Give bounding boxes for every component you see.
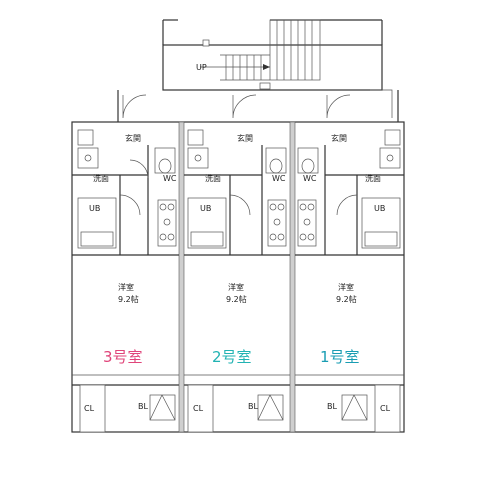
balcony-label: BL bbox=[327, 402, 337, 411]
main-room-name: 洋室 bbox=[338, 282, 354, 292]
corridor-door-left bbox=[122, 94, 147, 119]
genkan-label: 玄関 bbox=[125, 133, 141, 143]
main-room-size: 9.2帖 bbox=[118, 294, 139, 304]
ub-label: UB bbox=[89, 204, 100, 213]
corridor-door-right bbox=[326, 94, 351, 119]
ub-label: UB bbox=[374, 204, 385, 213]
main-room-name: 洋室 bbox=[228, 282, 244, 292]
building-outline bbox=[71, 121, 405, 433]
unit-name: 1号室 bbox=[320, 348, 360, 366]
party-wall-right bbox=[289, 121, 296, 433]
corridor-door-mid bbox=[232, 94, 257, 119]
closet-label: CL bbox=[380, 404, 391, 413]
genkan-label: 玄関 bbox=[331, 133, 347, 143]
stair-block: UP bbox=[117, 19, 399, 122]
main-room-name: 洋室 bbox=[118, 282, 134, 292]
washroom-label: 洗面 bbox=[93, 173, 109, 183]
main-room-size: 9.2帖 bbox=[226, 294, 247, 304]
main-room-size: 9.2帖 bbox=[336, 294, 357, 304]
arrow-head-icon bbox=[263, 64, 270, 70]
genkan-label: 玄関 bbox=[237, 133, 253, 143]
post bbox=[202, 39, 210, 47]
unit-name: 2号室 bbox=[212, 348, 252, 366]
washroom-label: 洗面 bbox=[205, 173, 221, 183]
balcony-label: BL bbox=[138, 402, 148, 411]
closet-label: CL bbox=[193, 404, 204, 413]
ub-label: UB bbox=[200, 204, 211, 213]
unit-1 bbox=[295, 129, 404, 433]
wc-label: WC bbox=[272, 174, 286, 183]
closet-label: CL bbox=[84, 404, 95, 413]
unit-name: 3号室 bbox=[103, 348, 143, 366]
unit-2 bbox=[184, 129, 290, 433]
wc-label: WC bbox=[163, 174, 177, 183]
washroom-label: 洗面 bbox=[365, 173, 381, 183]
stair-up-label: UP bbox=[196, 63, 207, 72]
party-wall-left bbox=[178, 121, 185, 433]
wc-label: WC bbox=[303, 174, 317, 183]
unit-3 bbox=[72, 129, 179, 433]
stair-treads bbox=[220, 20, 313, 81]
meter-box bbox=[259, 82, 271, 90]
corridor-door-far bbox=[370, 89, 393, 118]
balcony-label: BL bbox=[248, 402, 258, 411]
